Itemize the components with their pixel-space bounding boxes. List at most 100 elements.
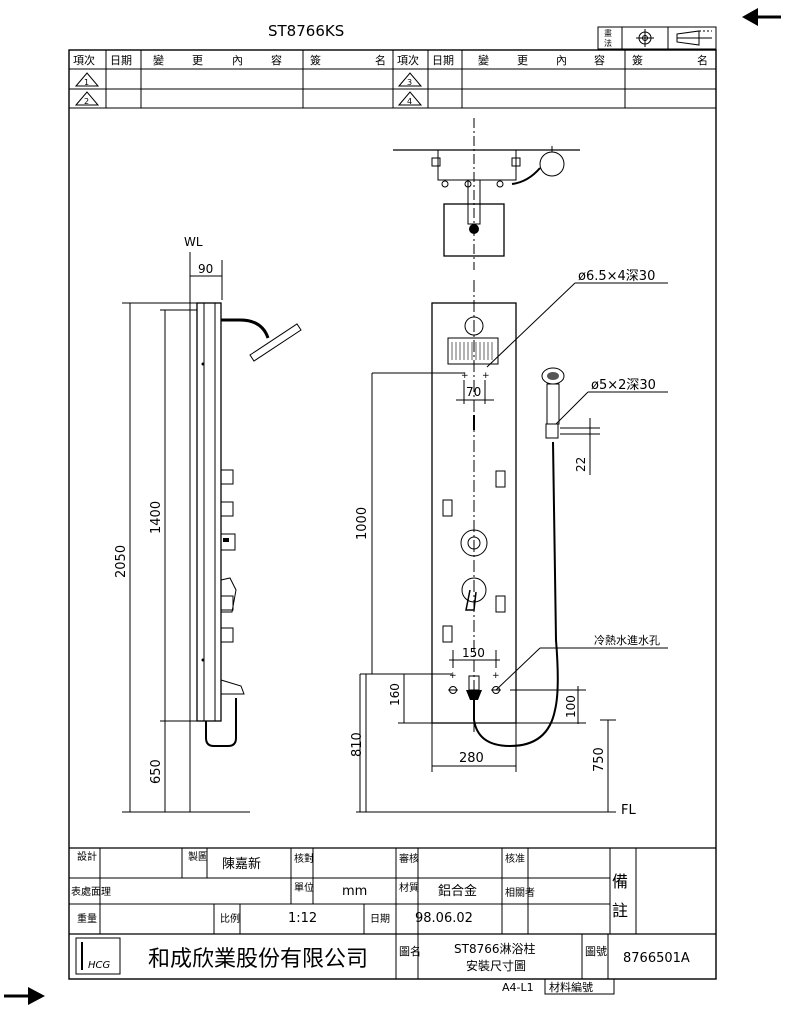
approve-label: 核准 <box>505 852 525 865</box>
review-label: 審核 <box>399 852 419 865</box>
company-name: 和成欣業股份有限公司 <box>148 947 368 972</box>
unit-value: mm <box>342 884 367 899</box>
hole-note-top: ø6.5×4深30 <box>578 269 655 284</box>
title-block: 設計 製圖 陳嘉新 核對 審核 核准 表處面理 單位 mm 材質 鋁合金 相關者… <box>69 847 716 995</box>
hand-shower-hose <box>473 441 559 748</box>
hole-note-hand: ø5×2深30 <box>591 378 656 393</box>
top-view-arm-plate <box>443 203 505 257</box>
rev-marker-4: 4 <box>397 91 423 106</box>
dim-280: 280 <box>459 751 484 766</box>
remark-label-1: 備 <box>612 872 628 891</box>
rev-col-change-r2: 更 <box>517 54 528 67</box>
first-angle-circle-icon <box>636 29 654 47</box>
drawing-name-1: ST8766淋浴柱 <box>454 941 536 956</box>
rev-marker-1: 1 <box>74 72 100 87</box>
dim-1400: 1400 <box>149 501 164 534</box>
remark-label-2: 註 <box>612 901 628 920</box>
rev-col-change-r1: 變 <box>478 53 489 67</box>
rev-col-date-r: 日期 <box>432 54 454 67</box>
revision-table: 項次 日期 變 更 內 容 簽 名 項次 日期 變 更 內 容 簽 名 1 2 … <box>69 50 716 109</box>
dim-150: 150 <box>462 646 485 660</box>
shower-arm <box>221 318 270 339</box>
wl-label: WL <box>184 235 203 249</box>
bottom-left-arrow-icon <box>4 987 45 1005</box>
svg-text:1: 1 <box>84 78 89 87</box>
side-control-5 <box>220 627 234 643</box>
drawing-name-label: 圖名 <box>399 944 421 958</box>
dim-2050: 2050 <box>114 545 129 578</box>
side-control-4 <box>220 595 234 611</box>
front-control-2 <box>442 499 453 517</box>
rev-col-change-r4: 容 <box>594 53 605 67</box>
rev-col-item-r: 項次 <box>397 53 419 67</box>
date-value: 98.06.02 <box>415 911 473 926</box>
rev-marker-2: 2 <box>74 91 100 106</box>
front-view: + + 70 ø6.5×4深30 150 + + <box>350 269 668 818</box>
dim-750: 750 <box>592 747 607 772</box>
weight-label: 重量 <box>77 912 97 925</box>
mount-hole-3: + <box>449 671 457 681</box>
projection-symbol: 畫 法 <box>597 26 717 50</box>
company-logo-text: HCG <box>88 960 111 971</box>
hand-shower-holder <box>545 423 559 439</box>
front-control-1 <box>495 470 506 488</box>
top-right-arrow-icon <box>742 8 781 26</box>
dim-160: 160 <box>388 683 402 706</box>
mount-hole-2: + <box>482 371 490 381</box>
rev-col-change-3: 內 <box>232 54 243 67</box>
svg-text:3: 3 <box>407 78 412 87</box>
projection-label-2: 法 <box>604 38 612 48</box>
panel-side-body <box>196 302 222 722</box>
side-control-1 <box>220 469 234 485</box>
top-view-hose <box>511 167 541 185</box>
rev-marker-3: 3 <box>397 72 423 87</box>
rev-col-sign-2: 名 <box>375 53 386 67</box>
design-label: 設計 <box>77 850 97 863</box>
rev-col-sign-r1: 簽 <box>632 53 643 67</box>
side-control-3 <box>220 533 236 551</box>
svg-text:2: 2 <box>84 97 89 106</box>
dim-22: 22 <box>574 457 588 472</box>
inlet-note: 冷熱水進水孔 <box>594 634 660 647</box>
dim-650: 650 <box>149 759 164 784</box>
check-label: 核對 <box>294 852 314 865</box>
fl-label: FL <box>621 803 636 818</box>
front-diverter <box>460 529 488 557</box>
rev-col-change-r3: 內 <box>556 54 567 67</box>
dim-70: 70 <box>466 385 481 399</box>
rev-col-item: 項次 <box>73 53 95 67</box>
front-mixer <box>461 577 487 603</box>
material-no-label: 材料編號 <box>549 980 593 994</box>
rev-col-change-2: 更 <box>192 54 203 67</box>
side-control-2 <box>220 501 234 517</box>
first-angle-cone-icon <box>676 30 712 46</box>
mount-hole-4: + <box>492 671 500 681</box>
dim-810: 810 <box>350 732 365 757</box>
side-inlet-hose <box>205 698 237 747</box>
material-value: 鋁合金 <box>438 883 477 899</box>
drawing-no: 8766501A <box>623 951 690 966</box>
mount-hole-1: + <box>461 371 469 381</box>
front-control-3 <box>495 595 506 613</box>
paper-size: A4-L1 <box>502 981 534 994</box>
drawn-label: 製圖 <box>188 850 208 863</box>
surface-label: 表處面理 <box>71 885 111 898</box>
rev-col-date: 日期 <box>110 54 132 67</box>
scale-label: 比例 <box>220 912 240 925</box>
unit-label: 單位 <box>294 881 314 894</box>
hand-shower-handle <box>546 383 560 425</box>
front-shower-head <box>447 337 499 365</box>
top-view-hand-shower <box>539 151 565 177</box>
rev-col-change-4: 容 <box>271 53 282 67</box>
top-view <box>393 118 580 270</box>
front-control-4 <box>442 625 453 643</box>
company-logo <box>75 937 121 975</box>
side-spout <box>220 679 245 695</box>
material-label: 材質 <box>399 881 419 894</box>
side-view: WL 90 2050 1400 650 <box>114 235 302 813</box>
rev-col-sign-1: 簽 <box>310 53 321 67</box>
dim-90: 90 <box>198 262 213 276</box>
drawing-name-2: 安裝尺寸圖 <box>466 958 526 973</box>
dim-1000: 1000 <box>355 507 370 540</box>
drawing-no-label: 圖號 <box>585 945 607 958</box>
